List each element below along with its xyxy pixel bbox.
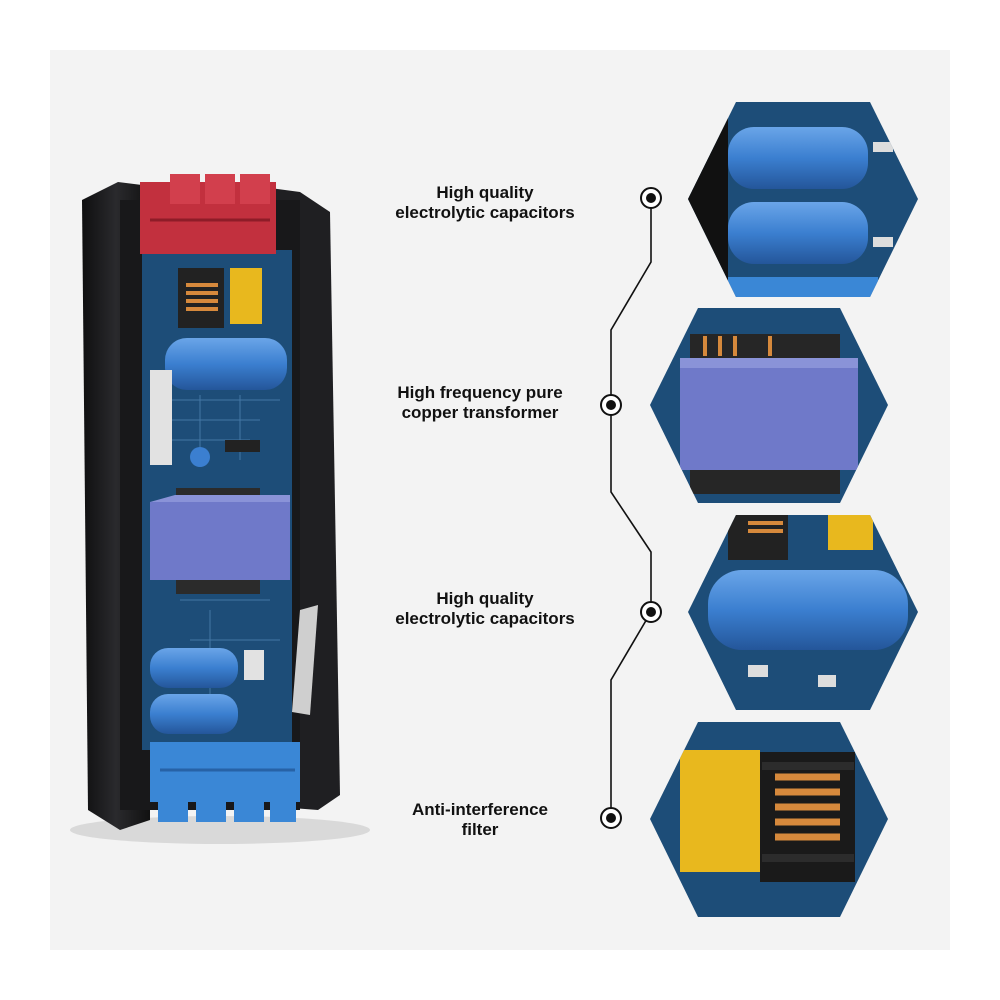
callout-connector-line — [610, 198, 652, 818]
callout-label: High quality electrolytic capacitors — [360, 183, 610, 223]
callout-line1: High quality — [436, 183, 534, 202]
capacitor-closeup-hexagon — [688, 515, 918, 710]
callout-dot — [640, 187, 662, 209]
callout-line2: electrolytic capacitors — [395, 609, 575, 628]
callout-label: High quality electrolytic capacitors — [360, 589, 610, 629]
filter-choke — [178, 268, 262, 328]
red-input-connector — [140, 174, 276, 254]
capacitor — [150, 648, 238, 688]
callout-dot — [600, 394, 622, 416]
callout-dot — [640, 601, 662, 623]
transformer — [150, 488, 290, 594]
filter-closeup-hexagon — [650, 722, 888, 917]
blue-output-connector — [150, 742, 300, 822]
callout-line1: High quality — [436, 589, 534, 608]
transformer-closeup-hexagon — [650, 308, 888, 503]
callout-line1: Anti-interference — [411, 800, 549, 819]
callout-line2: filter — [461, 820, 499, 839]
callout-line2: copper transformer — [401, 403, 559, 422]
callout-line2: electrolytic capacitors — [395, 203, 575, 222]
capacitor — [165, 338, 287, 390]
callout-label: Anti-interference filter — [360, 800, 600, 840]
callout-dot — [600, 807, 622, 829]
capacitor — [150, 694, 238, 734]
callout-label: High frequency pure copper transformer — [360, 383, 600, 423]
callout-line1: High frequency pure — [397, 383, 563, 402]
capacitor-closeup-hexagon — [688, 102, 918, 297]
